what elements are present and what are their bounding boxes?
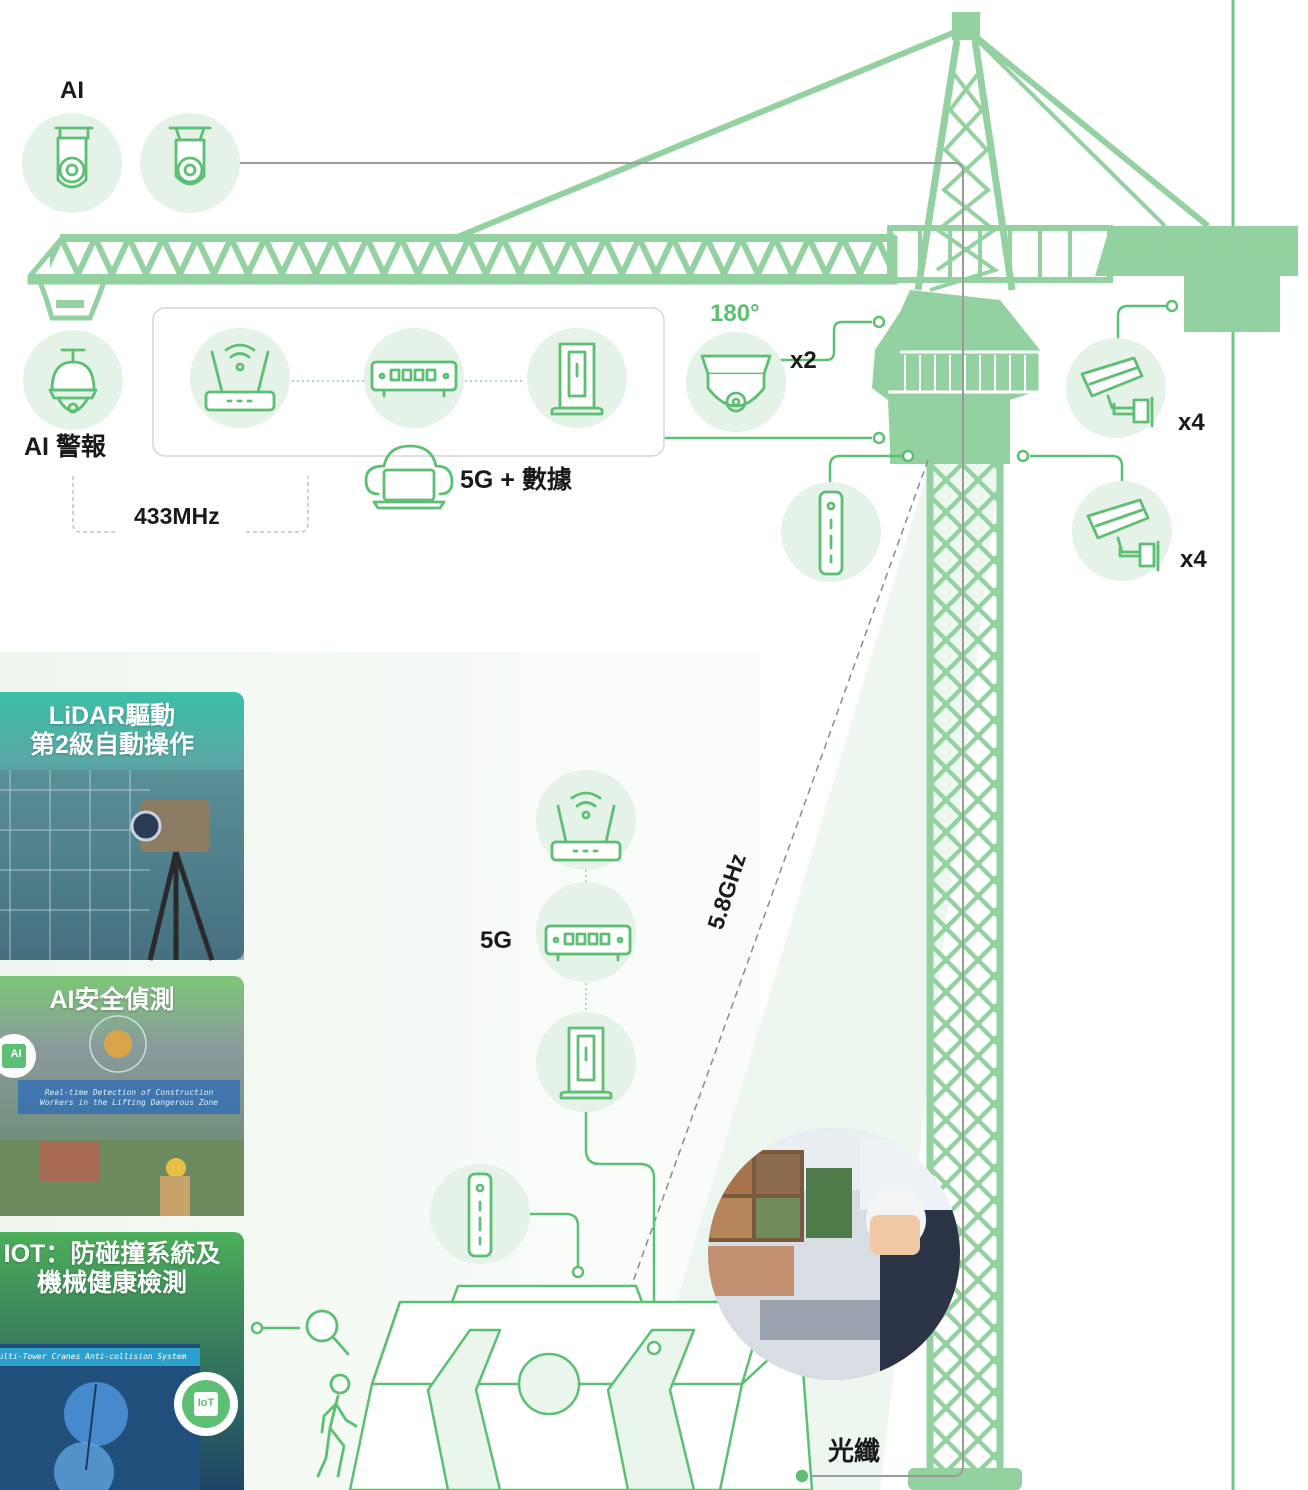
ai-alarm-label: AI 警報	[24, 433, 106, 461]
router-icon	[204, 343, 276, 412]
connector-lines	[664, 299, 1179, 500]
card-title-line2: 第2級自動操作	[30, 731, 194, 759]
bullet-camera-icon	[1080, 356, 1154, 428]
control-booth	[348, 1284, 814, 1490]
card-title-line1: IOT：防碰撞系統及	[3, 1240, 221, 1268]
card-title-line1: AI安全偵測	[49, 986, 175, 1014]
bullet-camera-icon	[1086, 498, 1160, 572]
cloud-laptop-icon	[364, 444, 454, 510]
x2-label: x2	[790, 347, 817, 374]
x4-lower-label: x4	[1180, 546, 1207, 573]
sensor-icon	[467, 1172, 493, 1258]
fiveg-label: 5G	[480, 927, 513, 954]
fiveg-data-label: 5G + 數據	[460, 466, 572, 494]
mhz-bracket	[72, 476, 309, 533]
wireless-link-line	[629, 459, 929, 1291]
camera-icon	[168, 126, 212, 186]
dome-camera-icon	[700, 354, 772, 413]
crane-jib	[27, 225, 1298, 332]
ai-chip-label: AI	[10, 1048, 22, 1060]
server-cabinet-icon	[559, 1026, 613, 1100]
switch-icon	[370, 360, 458, 398]
server-cabinet-icon	[550, 342, 604, 416]
deg180-label: 180°	[710, 300, 760, 327]
crane-cabin	[872, 290, 1042, 464]
fiber-label: 光纖	[828, 1436, 881, 1466]
crane-top-tower	[453, 12, 1210, 292]
person-walking-icon	[316, 1373, 358, 1478]
camera-icon	[54, 126, 94, 189]
card-ai-safety-text: AI安全偵測 Real-time Detection of Constructi…	[0, 976, 244, 1216]
card-iot	[0, 1232, 244, 1490]
switch-icon	[544, 924, 632, 962]
card-ai-safety	[0, 976, 244, 1216]
ai-label: AI	[60, 77, 84, 104]
card-title-line2: 機械健康檢測	[36, 1269, 187, 1297]
card-lidar-text: LiDAR驅動 第2級自動操作	[0, 692, 244, 960]
card-overlay-text: Multi-Tower Cranes Anti-collision System	[0, 1352, 187, 1361]
x4-upper-label: x4	[1178, 409, 1205, 436]
cable-lines	[232, 162, 964, 1477]
card-iot-text: IOT：防碰撞系統及 機械健康檢測 Multi-Tower Cranes Ant…	[0, 1232, 244, 1490]
card-title-line1: LiDAR驅動	[48, 702, 176, 730]
sensor-icon	[818, 490, 844, 576]
card-lidar	[0, 692, 244, 961]
alarm-siren-icon	[48, 348, 98, 414]
mhz-label: 433MHz	[134, 503, 220, 529]
card-overlay-text: Real-time Detection of Construction Work…	[39, 1088, 219, 1107]
search-icon	[305, 1309, 350, 1356]
router-icon	[550, 791, 622, 862]
iot-chip-label: IoT	[197, 1397, 215, 1409]
